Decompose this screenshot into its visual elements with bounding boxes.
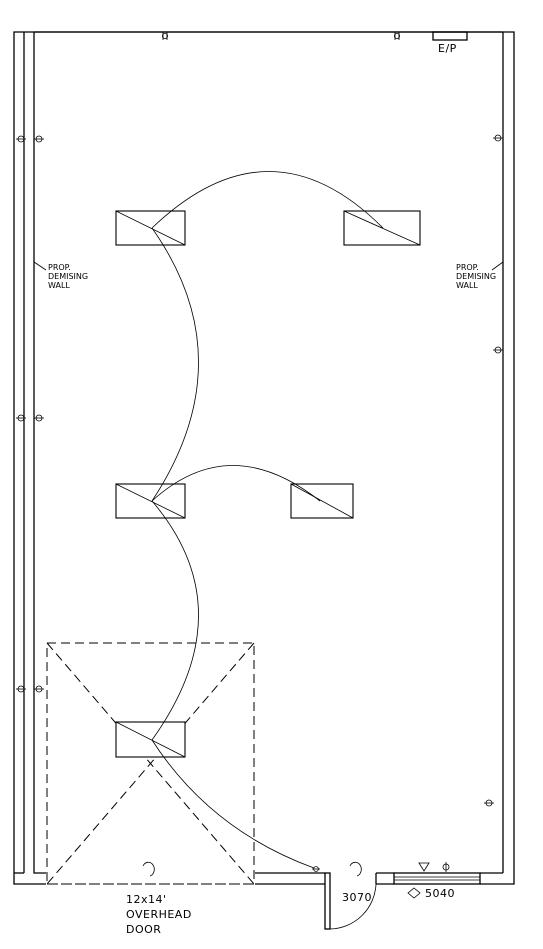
window-tag: 5040 — [425, 887, 455, 900]
window-tag-diamond — [407, 887, 421, 899]
overhead-door-diagonal-b — [46, 642, 255, 885]
man-door — [324, 861, 377, 930]
duplex-outlet-left-3 — [16, 685, 44, 693]
light-fixture-2-diagonal — [343, 210, 421, 246]
circuit-arc-fixture3-to-fixture4 — [151, 465, 321, 502]
left-wall-note-line-2: DEMISING — [48, 272, 88, 281]
panel-label: E/P — [438, 42, 457, 55]
overhead-door-word: DOOR — [126, 923, 161, 936]
right-wall-note-line-1: PROP. — [456, 263, 479, 272]
left-wall-note-line-1: PROP. — [48, 263, 71, 272]
ceiling-fixture-symbol-door — [142, 861, 155, 877]
electrical-devices — [16, 32, 503, 872]
overhead-door-note: 12x14' OVERHEAD DOOR — [126, 893, 192, 936]
overhead-door-type: OVERHEAD — [126, 908, 192, 921]
ceiling-fixture-symbol-entry — [349, 861, 362, 877]
door-leaf — [324, 872, 331, 930]
circuit-arc-fixture5-to-switch — [151, 739, 315, 869]
walls — [13, 31, 515, 885]
data-jack-triangle — [418, 862, 430, 872]
right-wall-note-line-2: DEMISING — [456, 272, 496, 281]
left-wall-leader — [33, 261, 47, 271]
light-fixture-1-diagonal — [115, 210, 186, 246]
duplex-outlet-right-3 — [484, 799, 494, 807]
left-wall-note-line-3: WALL — [48, 281, 70, 290]
right-wall-note: PROP. DEMISING WALL — [456, 261, 504, 290]
left-demising-wall-line — [33, 32, 46, 874]
light-fixture-5-diagonal — [115, 721, 186, 758]
light-fixture-3-diagonal — [115, 483, 186, 519]
light-fixture-4-diagonal — [290, 483, 354, 519]
overhead-door-size: 12x14' — [126, 893, 167, 906]
duplex-outlet-top-2 — [393, 32, 400, 40]
right-wall-leader — [491, 261, 504, 271]
door-tag: 3070 — [342, 891, 372, 904]
circuit-arc-fixture1-to-fixture2 — [151, 171, 384, 229]
left-wall-note: PROP. DEMISING WALL — [33, 261, 88, 290]
door-swing-arc — [329, 883, 377, 930]
circuit-wiring — [151, 171, 384, 869]
light-switch-entry — [312, 866, 320, 872]
window-frame — [393, 872, 481, 885]
light-fixtures — [115, 210, 421, 758]
duplex-outlet-right-1 — [493, 134, 503, 142]
outlet-floor-window — [442, 862, 450, 872]
circuit-arc-fixture1-to-fixture3 — [151, 227, 199, 502]
electrical-panel-box — [432, 31, 468, 41]
overhead-door — [46, 642, 255, 885]
electrical-panel: E/P — [432, 31, 468, 55]
duplex-outlet-left-2 — [16, 414, 44, 422]
exterior-wall-outline — [13, 31, 515, 885]
duplex-outlet-left-1 — [16, 135, 44, 143]
duplex-outlet-right-2 — [493, 346, 503, 354]
duplex-outlet-top-1 — [161, 32, 168, 40]
window-tag-group: 5040 — [407, 887, 455, 900]
circuit-arc-fixture3-to-fixture5 — [151, 500, 199, 741]
window — [393, 872, 481, 885]
right-wall-note-line-3: WALL — [456, 281, 478, 290]
